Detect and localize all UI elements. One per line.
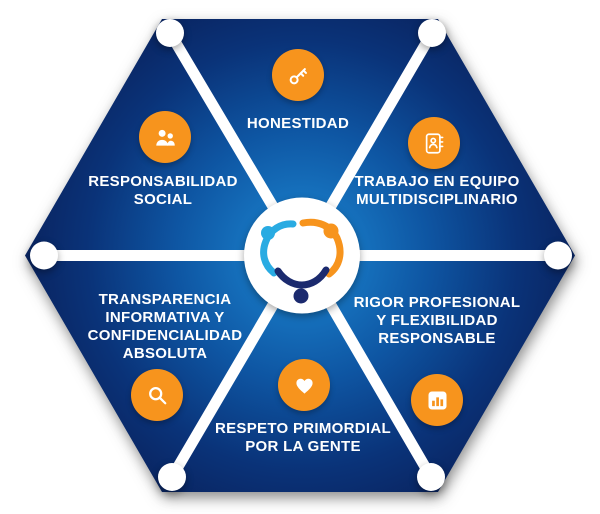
users-icon	[155, 129, 175, 146]
label-line: TRANSPARENCIA	[98, 291, 232, 308]
contact-book-icon	[425, 132, 443, 154]
node-bottom-left	[158, 463, 186, 491]
label-line: ABSOLUTA	[122, 345, 208, 362]
label-line: CONFIDENCIALIDAD	[87, 327, 243, 344]
logo-dot-navy	[293, 288, 309, 304]
label-line: HONESTIDAD	[246, 115, 350, 132]
honestidad-badge	[272, 49, 324, 101]
search-icon	[148, 386, 166, 404]
node-top-left	[156, 19, 184, 47]
vertex-nodes	[30, 19, 572, 491]
node-top-right	[418, 19, 446, 47]
node-bottom-right	[417, 463, 445, 491]
respeto-badge	[278, 359, 330, 411]
sector-label-responsabilidad-social: RESPONSABILIDAD SOCIAL	[43, 173, 283, 209]
heart-icon	[295, 378, 313, 394]
node-left	[30, 241, 58, 270]
node-right	[544, 241, 572, 270]
label-line: TRABAJO EN EQUIPO	[354, 173, 520, 190]
label-line: POR LA GENTE	[245, 438, 361, 455]
logo-dot-orange	[323, 223, 339, 239]
sector-label-respeto: RESPETO PRIMORDIAL POR LA GENTE	[183, 420, 423, 456]
label-line: INFORMATIVA Y	[105, 309, 225, 326]
logo-arc-navy	[274, 266, 330, 289]
label-line: MULTIDISCIPLINARIO	[356, 191, 518, 208]
label-line: RESPONSABILIDAD	[88, 173, 238, 190]
label-line: RESPONSABLE	[378, 330, 496, 347]
label-line: SOCIAL	[133, 191, 193, 208]
rigor-profesional-badge	[411, 374, 463, 426]
sector-label-transparencia: TRANSPARENCIA INFORMATIVA Y CONFIDENCIAL…	[45, 291, 285, 363]
label-line: RIGOR PROFESIONAL	[353, 294, 521, 311]
key-icon	[289, 67, 307, 84]
sector-label-honestidad: HONESTIDAD	[178, 115, 418, 133]
transparencia-badge	[131, 369, 183, 421]
responsabilidad-social-badge	[139, 111, 191, 163]
label-line: RESPETO PRIMORDIAL	[215, 420, 391, 437]
sector-label-trabajo-en-equipo: TRABAJO EN EQUIPO MULTIDISCIPLINARIO	[317, 173, 557, 209]
three-people-circle-logo	[260, 218, 344, 304]
trabajo-en-equipo-badge	[408, 117, 460, 169]
sector-label-rigor-profesional: RIGOR PROFESIONAL Y FLEXIBILIDAD RESPONS…	[317, 294, 557, 348]
logo-dot-lightblue	[261, 226, 275, 240]
bar-chart-icon	[428, 391, 446, 409]
logo-arc-orange	[299, 218, 344, 278]
logo-arc-lightblue	[260, 220, 297, 277]
label-line: Y FLEXIBILIDAD	[376, 312, 498, 329]
